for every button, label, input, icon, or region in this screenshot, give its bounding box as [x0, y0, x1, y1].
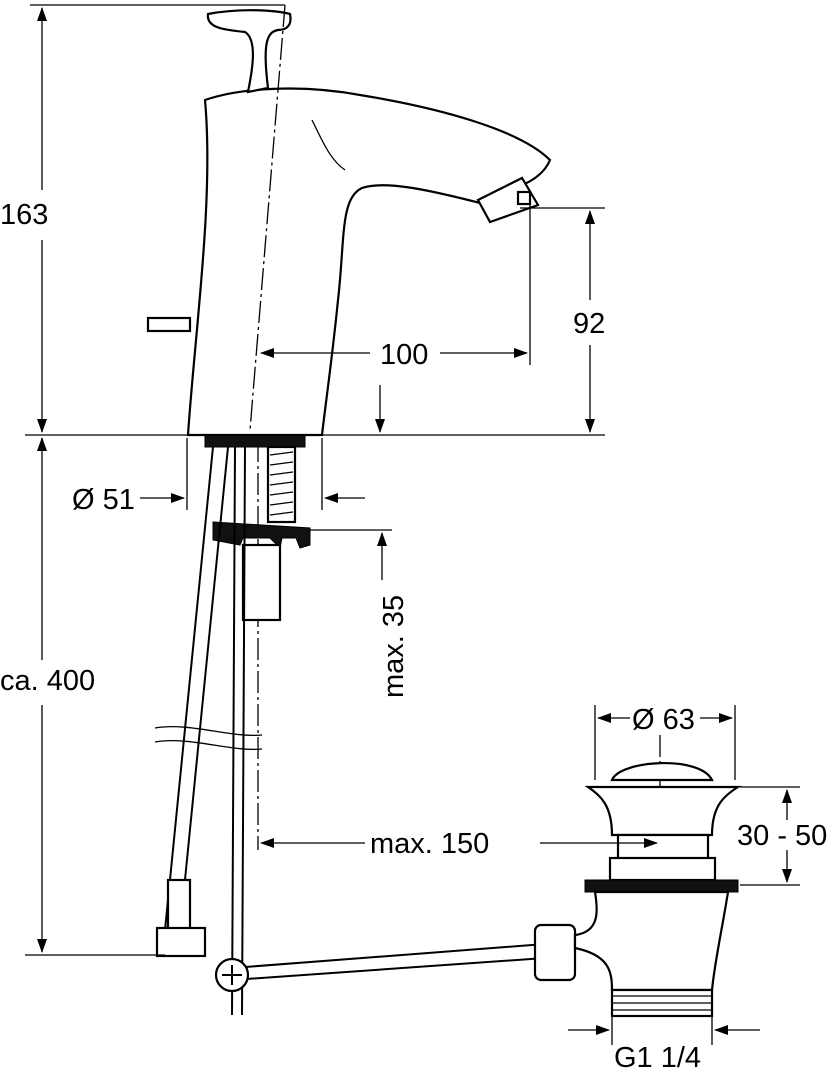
supply-hoses — [154, 446, 263, 1016]
dim-label-163: 163 — [0, 199, 48, 231]
stud-lower — [241, 543, 282, 622]
handle — [206, 9, 292, 94]
faucet-body — [146, 87, 552, 437]
dim-label-max-35: max. 35 — [378, 595, 410, 698]
dim-label-100: 100 — [380, 339, 428, 371]
dim-label-hose-length: ca. 400 — [0, 665, 95, 697]
dim-label-30-50: 30 - 50 — [737, 820, 827, 852]
pop-up-rod — [214, 923, 577, 993]
base-plate — [204, 434, 306, 448]
dim-label-thread: G1 1/4 — [614, 1042, 701, 1074]
pop-up-lever — [146, 316, 192, 333]
hose-nut — [155, 926, 207, 958]
dim-label-max-150: max. 150 — [370, 828, 489, 860]
dimension-lines — [25, 4, 800, 1045]
centerline — [249, 4, 286, 431]
waste-plug — [610, 762, 714, 782]
dim-label-waste-diameter: Ø 63 — [632, 704, 695, 736]
fixing-clamp — [212, 521, 311, 550]
dim-label-92: 92 — [573, 308, 605, 340]
dim-label-base-diameter: Ø 51 — [72, 484, 135, 516]
pop-up-waste — [573, 762, 742, 1018]
